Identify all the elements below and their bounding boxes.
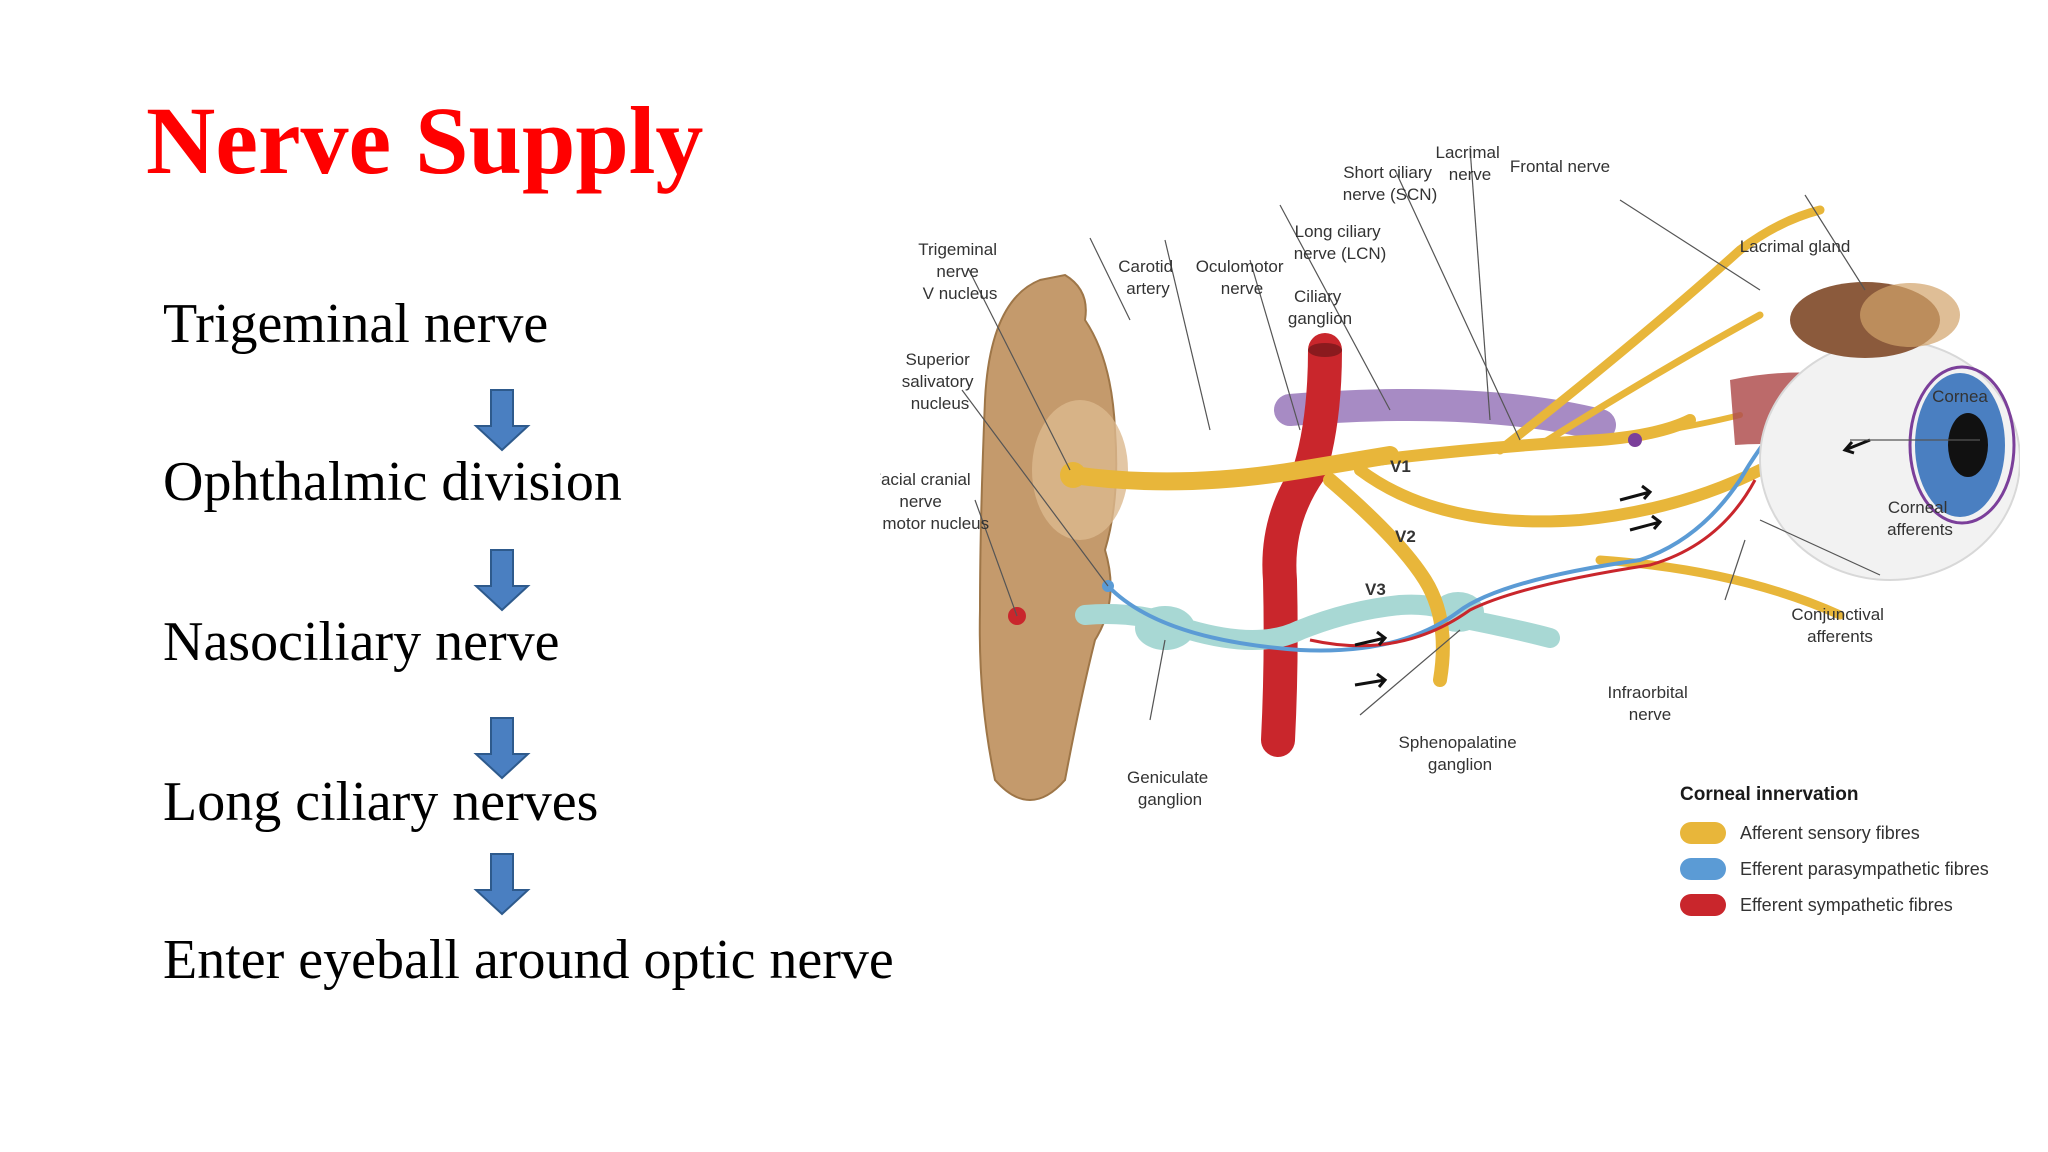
label-ciliary-ganglion: Ciliary ganglion (1288, 287, 1352, 328)
v2-branch (1354, 464, 1766, 528)
legend-label-sensory: Afferent sensory fibres (1740, 823, 1920, 843)
step-enter-eyeball: Enter eyeball around optic nerve (163, 929, 894, 991)
carotid-artery (1261, 333, 1342, 757)
step-ophthalmic-division: Ophthalmic division (163, 451, 622, 513)
legend-label-parasympathetic: Efferent parasympathetic fibres (1740, 859, 1989, 879)
label-v3: V3 (1365, 580, 1386, 599)
label-short-ciliary: Short ciliary nerve (SCN) (1343, 163, 1437, 204)
label-sphenopalatine: Sphenopalatine ganglion (1399, 733, 1522, 774)
legend: Corneal innervation Afferent sensory fib… (1680, 784, 1989, 916)
corneal-innervation-diagram: Trigeminal nerve V nucleus Superior sali… (880, 143, 2020, 916)
legend-swatch-sympathetic (1680, 894, 1726, 916)
cornea-edge (1908, 365, 2016, 525)
carotid-artery-opening (1308, 343, 1342, 357)
label-carotid: Carotid artery (1118, 257, 1178, 298)
legend-title: Corneal innervation (1680, 784, 1858, 805)
label-lacrimal-gland: Lacrimal gland (1740, 237, 1851, 256)
step-trigeminal-nerve: Trigeminal nerve (163, 293, 549, 355)
label-facial-cranial: Facial cranial nerve VII motor nucleus (880, 470, 989, 533)
label-corneal-afferents: Corneal afferents (1887, 498, 1953, 539)
ciliary-ganglion (1628, 433, 1642, 447)
label-lacrimal-nerve: Lacrimal nerve (1436, 143, 1505, 184)
sympathetic-fibre (1309, 479, 1757, 648)
legend-label-sympathetic: Efferent sympathetic fibres (1740, 895, 1953, 915)
legend-swatch-parasympathetic (1680, 858, 1726, 880)
long-ciliary-nerve (1597, 412, 1743, 443)
label-v2: V2 (1395, 527, 1416, 546)
slide-title: Nerve Supply (146, 87, 704, 194)
down-arrow-icon (473, 549, 531, 612)
label-frontal-nerve: Frontal nerve (1510, 157, 1610, 176)
parasympathetic-fibre (1106, 368, 1842, 653)
legend-swatch-sensory (1680, 822, 1726, 844)
leader-lines (961, 147, 1980, 721)
label-oculomotor: Oculomotor nerve (1196, 257, 1289, 298)
pupil (1948, 413, 1988, 477)
infraorbital-nerve (1595, 555, 1845, 620)
lacrimal-gland-highlight (1860, 283, 1960, 347)
label-infraorbital: Infraorbital nerve (1607, 683, 1692, 724)
label-trigeminal: Trigeminal nerve V nucleus (918, 240, 1001, 303)
label-geniculate: Geniculate ganglion (1127, 768, 1213, 809)
down-arrow-icon (473, 717, 531, 780)
frontal-nerve (1495, 205, 1825, 455)
step-nasociliary-nerve: Nasociliary nerve (163, 611, 560, 673)
down-arrow-icon (473, 389, 531, 452)
label-cornea: Cornea (1932, 387, 1988, 406)
lacrimal-nerve (1536, 311, 1764, 449)
flow-arrows (1354, 438, 1871, 688)
step-long-ciliary-nerves: Long ciliary nerves (163, 771, 599, 833)
label-superior-salivatory: Superior salivatory nucleus (902, 350, 979, 413)
label-long-ciliary: Long ciliary nerve (LCN) (1294, 222, 1387, 263)
down-arrow-icon (473, 853, 531, 916)
label-v1: V1 (1390, 457, 1411, 476)
label-conjunctival-afferents: Conjunctival afferents (1791, 605, 1888, 646)
brainstem (978, 273, 1118, 801)
